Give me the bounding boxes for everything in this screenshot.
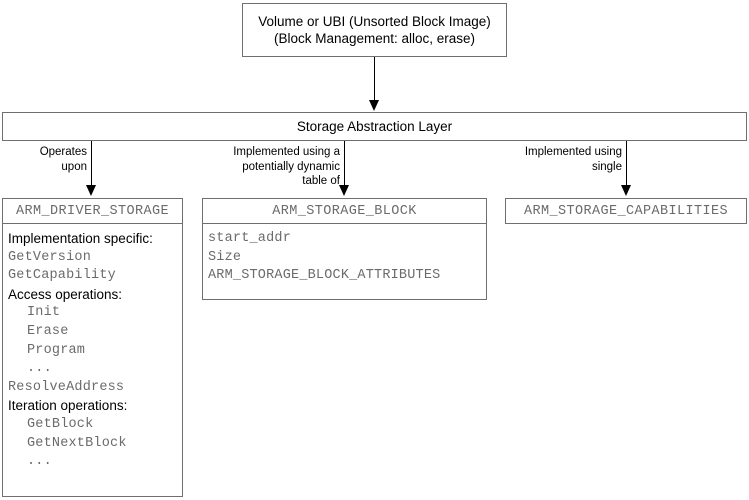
member-row: Erase [27, 323, 69, 339]
arrowhead-volume-to-sal [369, 100, 379, 111]
arm-storage-capabilities-box: ARM_STORAGE_CAPABILITIES [505, 198, 747, 224]
volume-ubi-box: Volume or UBI (Unsorted Block Image) (Bl… [242, 3, 507, 57]
edge-label-implemented-table-of: Implemented using a potentially dynamic … [233, 146, 340, 187]
member-row: Access operations: [8, 286, 123, 302]
connector-sal-to-storage-block [344, 141, 346, 187]
member-row: Iteration operations: [8, 398, 128, 414]
member-row: Program [27, 342, 86, 358]
volume-ubi-line1: Volume or UBI (Unsorted Block Image) [258, 14, 491, 29]
member-row: ... [27, 361, 52, 377]
connector-sal-to-driver-storage [91, 141, 93, 187]
member-row: GetNextBlock [27, 435, 127, 451]
arm-storage-block-title: ARM_STORAGE_BLOCK [272, 203, 417, 219]
arm-driver-storage-box: ARM_DRIVER_STORAGE Implementation specif… [2, 198, 183, 497]
arm-driver-storage-header: ARM_DRIVER_STORAGE [3, 199, 182, 224]
edge-label-operates-upon: Operates upon [39, 146, 87, 173]
arrowhead-sal-to-storage-capabilities [621, 185, 631, 196]
connector-sal-to-storage-capabilities [626, 141, 628, 187]
member-row: Size [208, 249, 242, 265]
arm-storage-block-header: ARM_STORAGE_BLOCK [203, 199, 486, 224]
member-row: ... [27, 454, 52, 470]
arm-storage-capabilities-title: ARM_STORAGE_CAPABILITIES [523, 203, 729, 219]
volume-ubi-line2: (Block Management: alloc, erase) [273, 31, 476, 46]
edge-label-implemented-single: Implemented using single [524, 146, 622, 173]
member-row: GetVersion [8, 249, 92, 265]
member-row: Init [27, 305, 61, 321]
connector-volume-to-sal [374, 57, 376, 102]
member-row: ResolveAddress [8, 379, 125, 395]
member-row: GetCapability [8, 268, 116, 284]
arm-driver-storage-title: ARM_DRIVER_STORAGE [15, 203, 170, 219]
arrowhead-sal-to-driver-storage [86, 185, 96, 196]
member-row: start_addr [208, 231, 292, 246]
member-row: Implementation specific: [8, 231, 153, 246]
member-row: ARM_STORAGE_BLOCK_ATTRIBUTES [208, 268, 441, 284]
storage-abstraction-layer-box: Storage Abstraction Layer [2, 112, 747, 141]
arrowhead-sal-to-storage-block [339, 185, 349, 196]
member-row: GetBlock [27, 416, 94, 432]
storage-abstraction-layer-label: Storage Abstraction Layer [296, 119, 453, 134]
